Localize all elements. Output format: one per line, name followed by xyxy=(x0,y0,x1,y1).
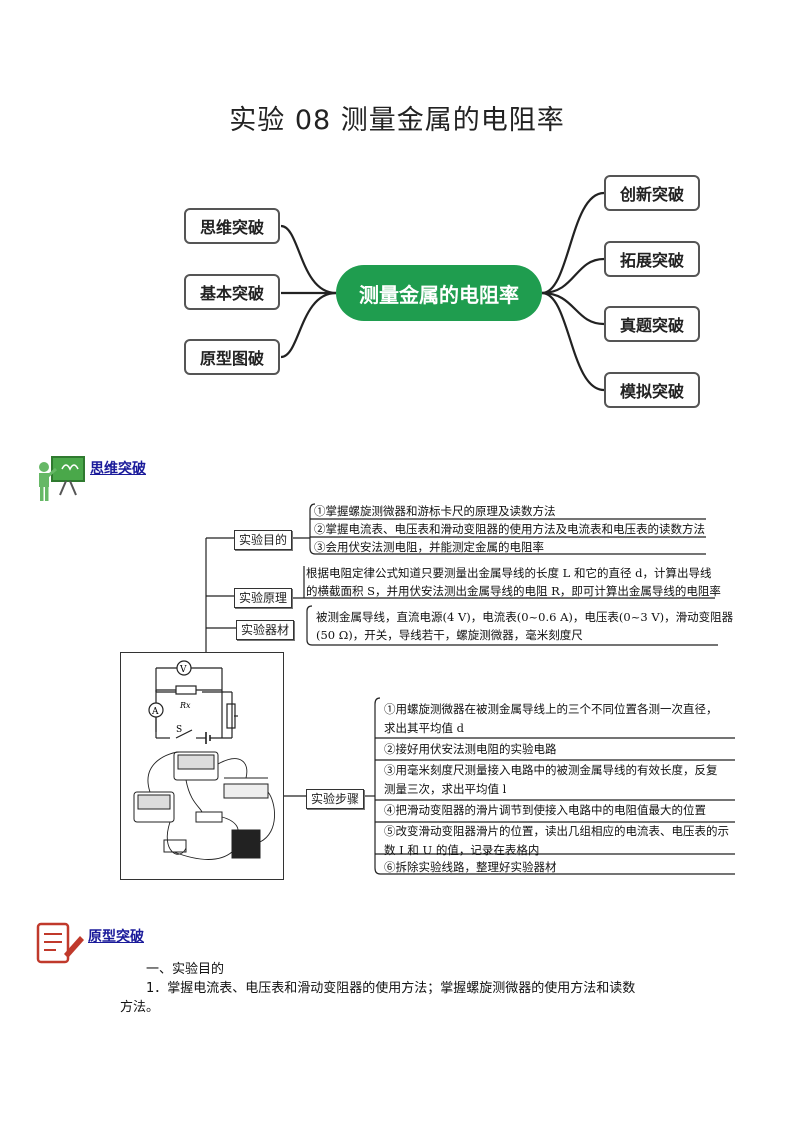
circuit-diagram: V Rx A S xyxy=(133,660,275,860)
tree-connectors xyxy=(205,503,735,875)
purpose-item: ①掌握螺旋测微器和游标卡尺的原理及读数方法 xyxy=(314,504,556,518)
voltmeter-label: V xyxy=(179,665,187,675)
step-line: ①用螺旋测微器在被测金属导线上的三个不同位置各测一次直径， xyxy=(384,702,718,716)
mindmap-node-basic: 基本突破 xyxy=(184,274,280,310)
circuit-figure-frame xyxy=(120,652,284,880)
step-line: ②接好用伏安法测电阻的实验电路 xyxy=(384,742,557,756)
equipment-line: 被测金属导线，直流电源(4 V)，电流表(0~0.6 A)，电压表(0~3 V)… xyxy=(316,610,734,624)
mindmap-connectors xyxy=(280,191,605,392)
paragraph-line: 方法。 xyxy=(120,1000,160,1015)
principle-line: 的横截面积 S，并用伏安法测出金属导线的电阻 R，即可计算出金属导线的电阻率 xyxy=(306,584,721,598)
step-line: ④把滑动变阻器的滑片调节到使接入电路中的电阻值最大的位置 xyxy=(384,803,706,817)
teacher-board-icon xyxy=(39,456,85,501)
page-title: 实验 08 测量金属的电阻率 xyxy=(229,105,565,136)
ammeter-label: A xyxy=(151,707,159,717)
tag-steps: 实验步骤 xyxy=(306,789,365,809)
purpose-item: ③会用伏安法测电阻，并能测定金属的电阻率 xyxy=(314,540,544,554)
mindmap-node-prototype: 原型图破 xyxy=(184,339,280,375)
equipment-line: (50 Ω)，开关，导线若干，螺旋测微器，毫米刻度尺 xyxy=(316,628,583,642)
principle-line: 根据电阻定律公式知道只要测量出金属导线的长度 L 和它的直径 d，计算出导线 xyxy=(306,566,712,580)
step-line: 测量三次，求出平均值 l xyxy=(384,782,507,796)
purpose-item: ②掌握电流表、电压表和滑动变阻器的使用方法及电流表和电压表的读数方法 xyxy=(314,522,705,536)
tag-equipment: 实验器材 xyxy=(236,620,295,640)
mindmap-node-innovation: 创新突破 xyxy=(604,175,700,211)
resistor-label: Rx xyxy=(179,701,191,710)
step-line: 数 I 和 U 的值，记录在表格内 xyxy=(384,843,540,857)
mindmap-node-real-exam: 真题突破 xyxy=(604,306,700,342)
mindmap-node-extension: 拓展突破 xyxy=(604,241,700,277)
mindmap-node-simulation: 模拟突破 xyxy=(604,372,700,408)
section-heading-prototype: 原型突破 xyxy=(88,929,144,945)
paragraph-line: 1．掌握电流表、电压表和滑动变阻器的使用方法；掌握螺旋测微器的使用方法和读数 xyxy=(146,981,636,996)
step-line: 求出其平均值 d xyxy=(384,721,465,735)
tag-principle: 实验原理 xyxy=(234,588,293,608)
step-line: ⑤改变滑动变阻器滑片的位置，读出几组相应的电流表、电压表的示 xyxy=(384,824,729,838)
step-line: ③用毫米刻度尺测量接入电路中的被测金属导线的有效长度，反复 xyxy=(384,763,718,777)
mindmap-center: 测量金属的电阻率 xyxy=(336,265,542,321)
notes-pencil-icon xyxy=(36,922,84,964)
section-heading-thinking: 思维突破 xyxy=(90,461,146,477)
step-line: ⑥拆除实验线路，整理好实验器材 xyxy=(384,860,557,874)
subsection-title: 一、实验目的 xyxy=(146,962,225,977)
mindmap-node-thinking: 思维突破 xyxy=(184,208,280,244)
tag-purpose: 实验目的 xyxy=(234,530,293,550)
switch-label: S xyxy=(176,725,182,735)
